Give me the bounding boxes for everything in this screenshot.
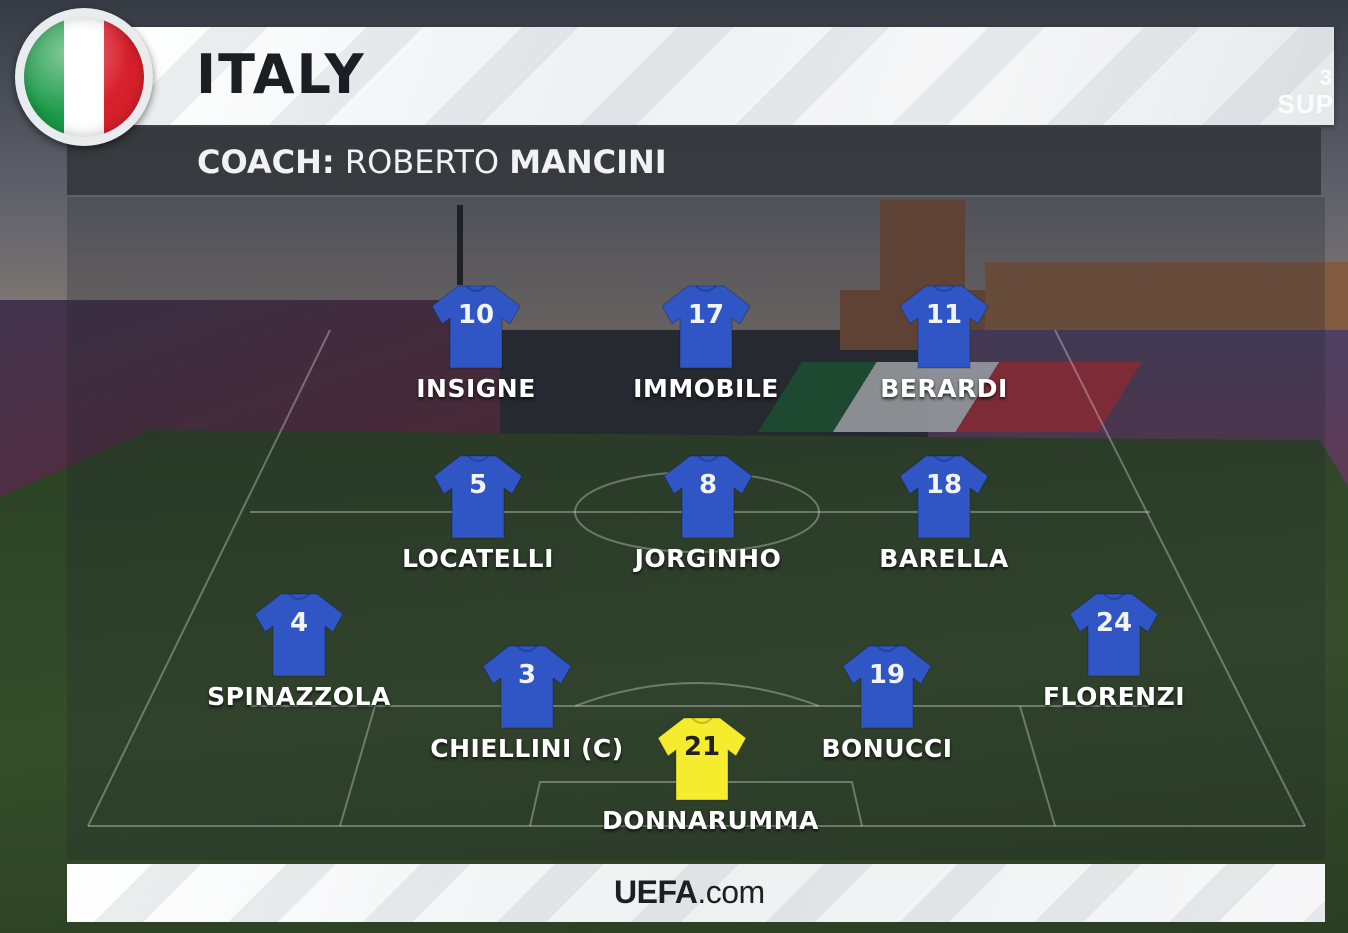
coach-text: COACH: ROBERTO MANCINI — [197, 143, 667, 181]
shirt-icon: 24 — [1068, 592, 1160, 678]
shirt-icon: 5 — [432, 454, 524, 540]
player-name: BERARDI — [880, 374, 1008, 403]
shirt-icon: 19 — [841, 644, 933, 730]
player-name: DONNARUMMA — [602, 806, 819, 835]
player-name: IMMOBILE — [633, 374, 779, 403]
player-name: LOCATELLI — [402, 544, 554, 573]
shirt-icon: 8 — [662, 454, 754, 540]
shirt-number: 18 — [925, 470, 963, 500]
edge-overlay-text: SUP — [1277, 89, 1334, 119]
shirt-number: 19 — [868, 660, 906, 690]
shirt-icon: 17 — [660, 284, 752, 370]
shirt-icon: 4 — [253, 592, 345, 678]
shirt-number: 8 — [698, 470, 718, 500]
player-name: CHIELLINI (C) — [430, 734, 624, 763]
player-name: BARELLA — [879, 544, 1009, 573]
shirt-number: 3 — [517, 660, 537, 690]
shirt-icon: 10 — [430, 284, 522, 370]
player-name: JORGINHO — [634, 544, 782, 573]
player-name: FLORENZI — [1042, 682, 1186, 711]
floodlight-pole — [457, 205, 463, 285]
shirt-number: 24 — [1095, 608, 1133, 638]
coach-label: COACH: — [197, 143, 335, 181]
shirt-number: 21 — [683, 732, 721, 762]
shirt-icon: 18 — [898, 454, 990, 540]
pitch — [0, 430, 1348, 933]
edge-overlay-char: 3 — [1319, 65, 1332, 90]
coach-last-name: MANCINI — [509, 143, 667, 181]
shirt-number: 11 — [925, 300, 963, 330]
coach-bar: COACH: ROBERTO MANCINI — [67, 127, 1321, 195]
shirt-icon: 11 — [898, 284, 990, 370]
uefa-logo-text: UEFA.com — [614, 874, 765, 910]
shirt-number: 4 — [289, 608, 309, 638]
coach-first-name: ROBERTO — [344, 143, 510, 181]
player-name: INSIGNE — [416, 374, 536, 403]
player-name: BONUCCI — [821, 734, 953, 763]
city-building — [985, 262, 1348, 342]
footer-bar: UEFA.com — [67, 864, 1325, 922]
shirt-icon: 21 — [656, 716, 748, 802]
shirt-number: 17 — [687, 300, 725, 330]
player-name: SPINAZZOLA — [207, 682, 391, 711]
shirt-number: 5 — [468, 470, 488, 500]
team-header: ITALY 3 SUP — [112, 27, 1334, 125]
italy-flag-icon — [15, 8, 153, 146]
team-name: ITALY — [196, 43, 366, 106]
shirt-icon: 3 — [481, 644, 573, 730]
shirt-number: 10 — [457, 300, 495, 330]
